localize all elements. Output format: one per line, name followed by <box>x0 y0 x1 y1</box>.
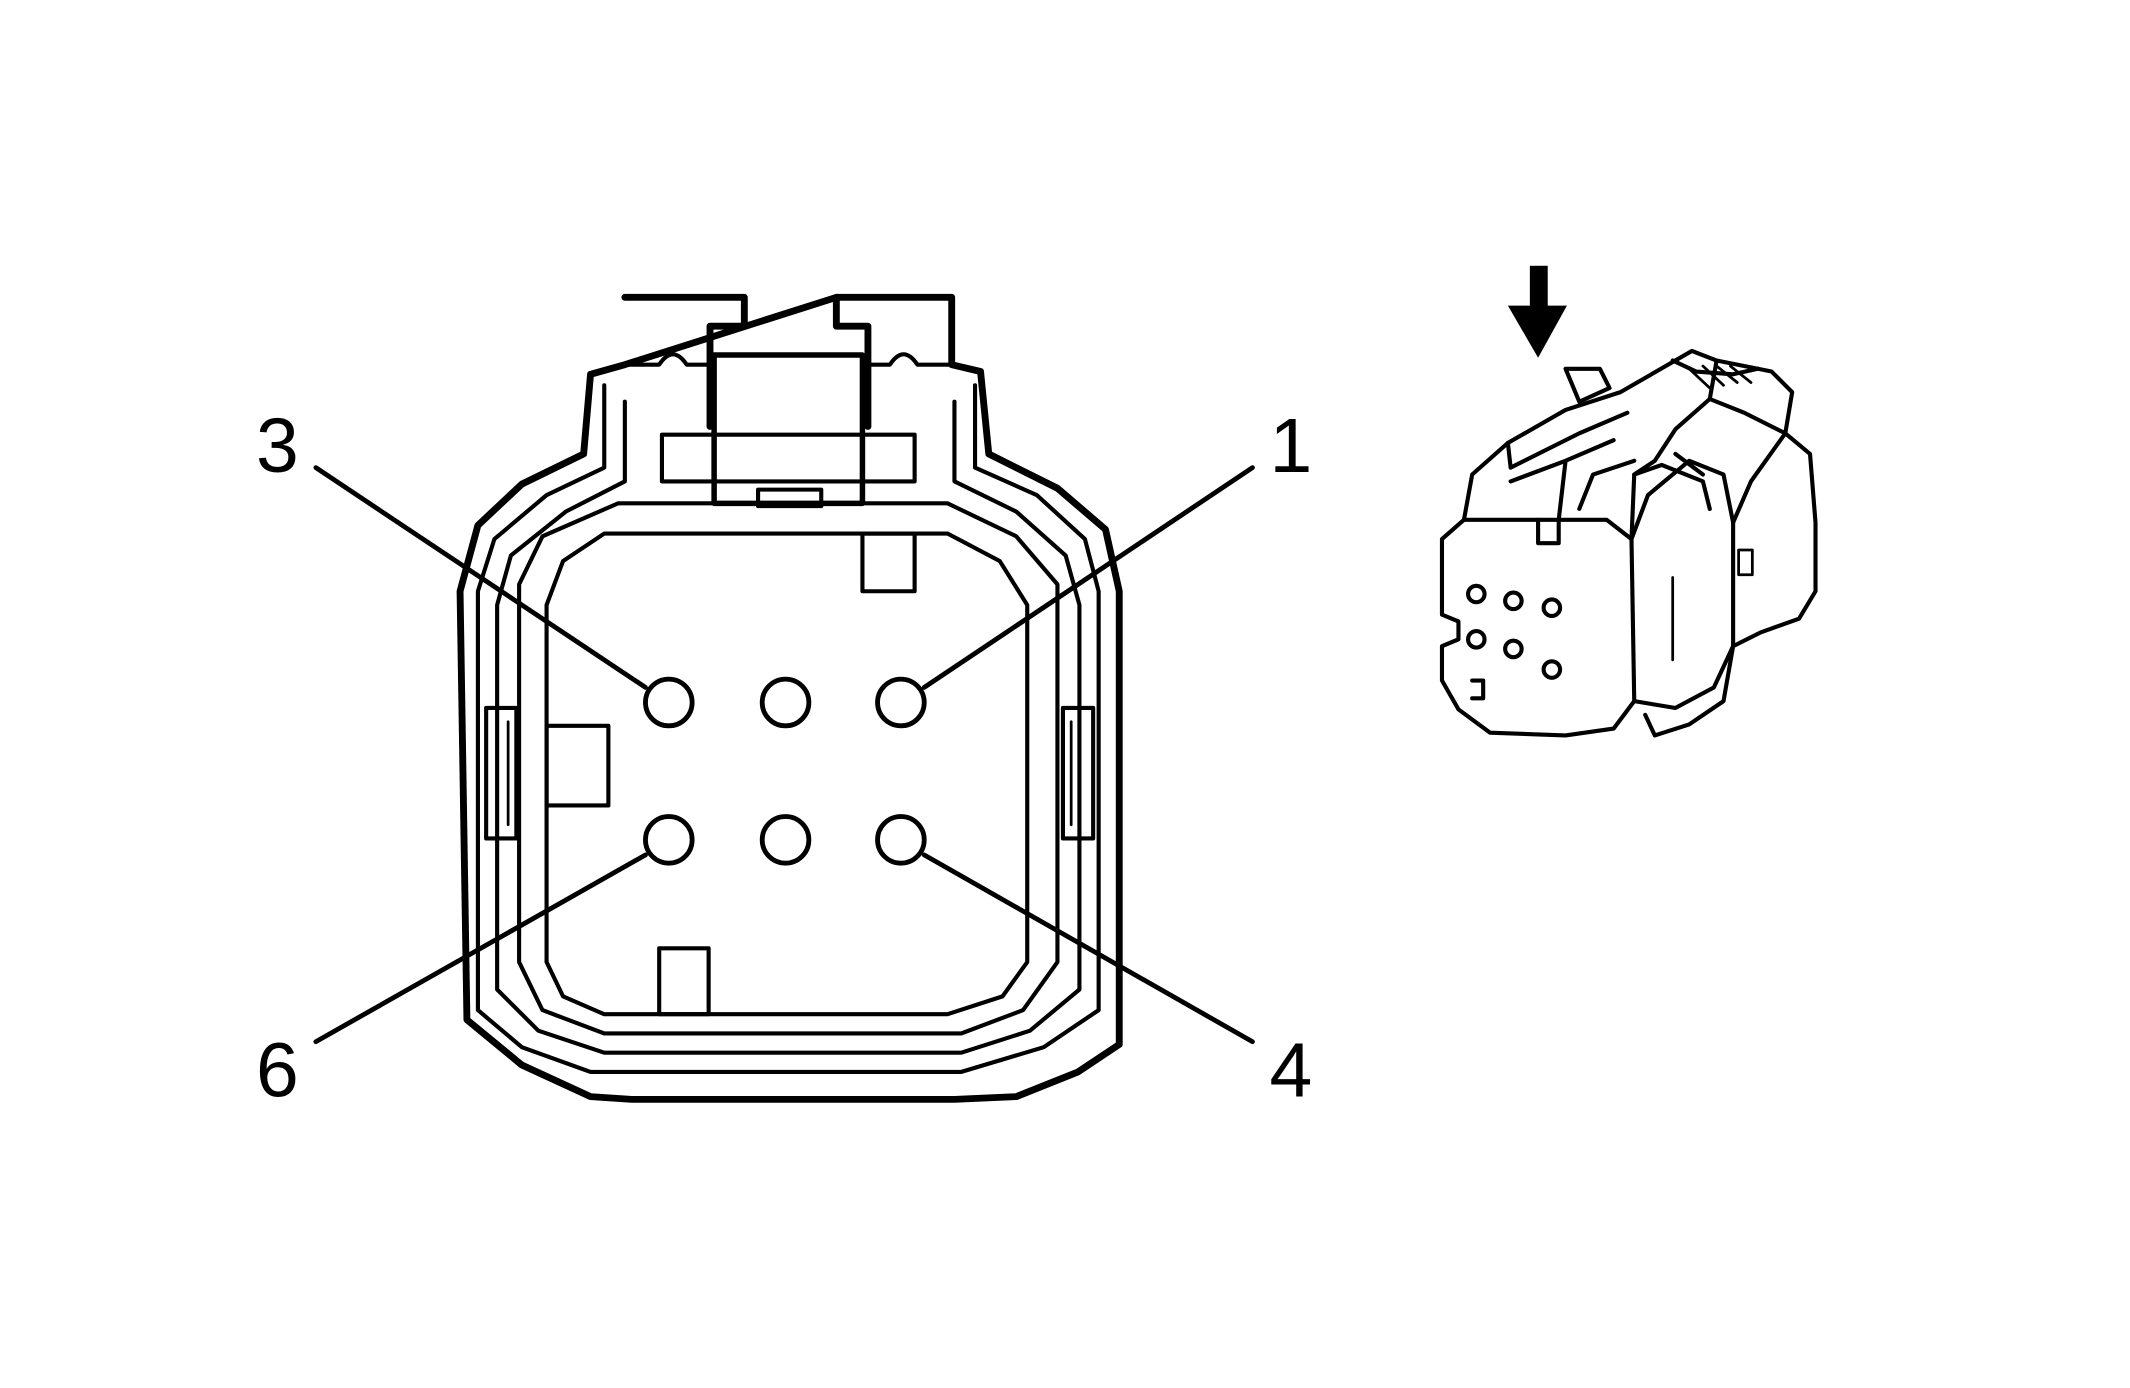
pin-cavity-6 <box>643 814 695 866</box>
leader-line-1 <box>921 465 1255 690</box>
pin-cavity-3 <box>643 676 695 729</box>
housing-inner-cavity <box>544 531 1030 1017</box>
connector-perspective-icon <box>1439 348 1818 738</box>
latch-left <box>484 705 519 841</box>
housing-latch-right-arm <box>832 293 872 430</box>
housing-band-3 <box>495 399 1082 1055</box>
latch-right <box>1060 705 1096 841</box>
leader-line-4 <box>921 852 1255 1045</box>
housing-band-2 <box>475 383 1101 1074</box>
pin-cavity-1 <box>875 676 927 729</box>
lock-bumps <box>622 352 954 367</box>
key-left <box>544 723 611 808</box>
callout-pin-3: 3 <box>256 403 299 489</box>
housing-outer-outline <box>456 293 1123 1103</box>
lock-cross-bar <box>659 432 917 484</box>
key-top <box>860 531 917 594</box>
leader-line-6 <box>313 852 648 1045</box>
callout-pin-4: 4 <box>1270 1028 1313 1114</box>
down-arrow-icon <box>1507 265 1567 358</box>
lock-tab <box>711 352 866 507</box>
housing-inner-rim <box>517 501 1060 1036</box>
lock-window <box>756 487 824 509</box>
pin-cavity-4 <box>875 814 927 866</box>
key-bottom <box>657 946 711 1017</box>
callout-pin-1: 1 <box>1270 403 1313 489</box>
pin-cavity-5 <box>759 814 812 866</box>
pin-cavity-2 <box>759 676 812 729</box>
callout-pin-6: 6 <box>256 1028 299 1114</box>
leader-line-3 <box>313 465 648 690</box>
